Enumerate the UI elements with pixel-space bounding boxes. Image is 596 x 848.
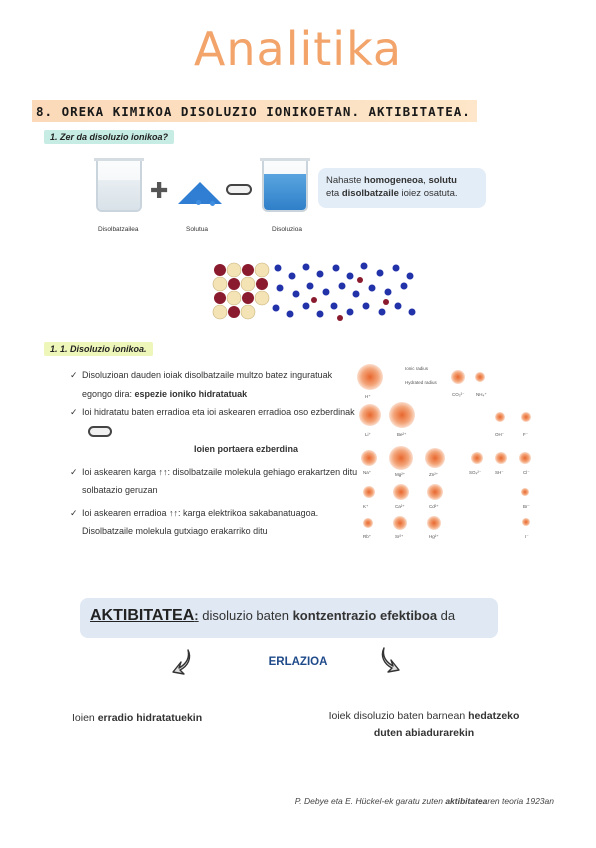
- bullet-item: ✓ Ioi askearen erradioa ↑↑: karga elektr…: [70, 504, 360, 541]
- relation-label: ERLAZIOA: [268, 656, 328, 668]
- salt-crystal-lattice: [212, 262, 270, 320]
- ion-dot: [427, 516, 441, 530]
- ion-label: SO₄²⁻: [469, 470, 482, 475]
- ion-dot: [359, 404, 381, 426]
- bullet-item: ✓ Ioi askearen karga ↑↑: disolbatzaile m…: [70, 463, 360, 500]
- ion-dot: [471, 452, 483, 464]
- plus-icon: ✚: [150, 178, 169, 203]
- ion-label: Cd²⁺: [429, 504, 439, 509]
- ion-label: Cl⁻: [523, 470, 530, 475]
- ion-label: Br⁻: [523, 504, 530, 509]
- page-title: Analitika: [193, 22, 403, 76]
- solution-beaker-image: [260, 158, 310, 212]
- solvent-beaker-image: [94, 158, 144, 212]
- arrow-down-right-icon: [381, 647, 400, 673]
- powder-grain: [196, 200, 201, 205]
- ion-label: Hg²⁺: [429, 534, 439, 539]
- ion-dot: [522, 518, 530, 526]
- ion-label: Sr²⁺: [395, 534, 404, 539]
- dissolution-illustration: [212, 262, 416, 321]
- ion-dot: [495, 412, 505, 422]
- checkmark-icon: ✓: [70, 507, 78, 518]
- subheading-ionic-solution: 1. 1. Disoluzio ionikoa.: [44, 342, 153, 356]
- subheading-question: 1. Zer da disoluzio ionikoa?: [44, 130, 175, 144]
- ion-label: SH⁻: [495, 470, 504, 475]
- dissolved-ions: [311, 277, 389, 321]
- ion-dot: [393, 516, 407, 530]
- ion-label: CO₃²⁻: [452, 392, 465, 397]
- ion-label: Rb⁺: [363, 534, 372, 539]
- ion-label: Mg²⁺: [395, 472, 406, 477]
- definition-callout: Nahaste homogeneoa, solutu eta disolbatz…: [318, 168, 486, 208]
- section-heading: 8. OREKA KIMIKOA DISOLUZIO IONIKOETAN. A…: [32, 100, 477, 122]
- curved-arrow-icon: [88, 425, 112, 437]
- ion-label: F⁻: [523, 432, 529, 437]
- solute-powder-image: [178, 182, 222, 204]
- ion-dot: [389, 446, 413, 470]
- hydrated-radius-relation: Ioien erradio hidratatuekin: [72, 712, 203, 724]
- ion-dot: [361, 450, 377, 466]
- ion-dot: [393, 484, 409, 500]
- bullet-list: ✓ Disoluzioan dauden ioiak disolbatzaile…: [70, 366, 360, 541]
- legend-hydrated-radius: Hydrated radius: [405, 380, 437, 385]
- checkmark-icon: ✓: [70, 370, 78, 380]
- ion-label: Li⁺: [365, 432, 371, 437]
- ion-dot: [475, 372, 485, 382]
- ion-dot: [389, 402, 415, 428]
- powder-grain: [210, 201, 215, 206]
- ion-dot: [451, 370, 465, 384]
- ion-dot: [519, 452, 531, 464]
- bullet-item: ✓ Ioi hidratatu baten erradioa eta ioi a…: [70, 403, 360, 459]
- ion-label: OH⁻: [495, 432, 505, 437]
- activity-term: AKTIBITATEA: [90, 607, 195, 624]
- solute-label: Solutua: [186, 226, 209, 233]
- solution-label: Disoluzioa: [272, 226, 302, 233]
- checkmark-icon: ✓: [70, 407, 78, 417]
- ion-label: H⁺: [365, 394, 371, 399]
- solvent-label: Disolbatzailea: [98, 226, 139, 233]
- ion-label: Ca²⁺: [395, 504, 405, 509]
- ion-label: NH₄⁺: [476, 392, 487, 397]
- ion-dot: [425, 448, 445, 468]
- checkmark-icon: ✓: [70, 466, 78, 477]
- ion-radius-chart: H⁺ Ionic radius Hydrated radius CO₃²⁻ NH…: [355, 362, 555, 542]
- ion-label: Zn²⁺: [429, 472, 439, 477]
- bullet-item: ✓ Disoluzioan dauden ioiak disolbatzaile…: [70, 366, 360, 403]
- footer-note: P. Debye eta E. Hückel-ek garatu zuten a…: [294, 796, 554, 806]
- ion-dot: [521, 412, 531, 422]
- water-molecules: [272, 262, 416, 318]
- ion-dot: [363, 486, 375, 498]
- legend-ionic-radius: Ionic radius: [405, 366, 429, 371]
- ion-label: Na⁺: [363, 470, 372, 475]
- ion-label: Be²⁺: [397, 432, 407, 437]
- ion-label: I⁻: [525, 534, 529, 539]
- ion-dot: [427, 484, 443, 500]
- ion-label: K⁺: [363, 504, 369, 509]
- ion-dot: [495, 452, 507, 464]
- curved-arrow-icon: [226, 184, 252, 195]
- ion-dot: [363, 518, 373, 528]
- ion-dot: [357, 364, 383, 390]
- arrow-down-left-icon: [172, 649, 191, 675]
- activity-definition-box: AKTIBITATEA: disoluzio baten kontzentraz…: [80, 598, 498, 638]
- ion-dot: [521, 488, 529, 496]
